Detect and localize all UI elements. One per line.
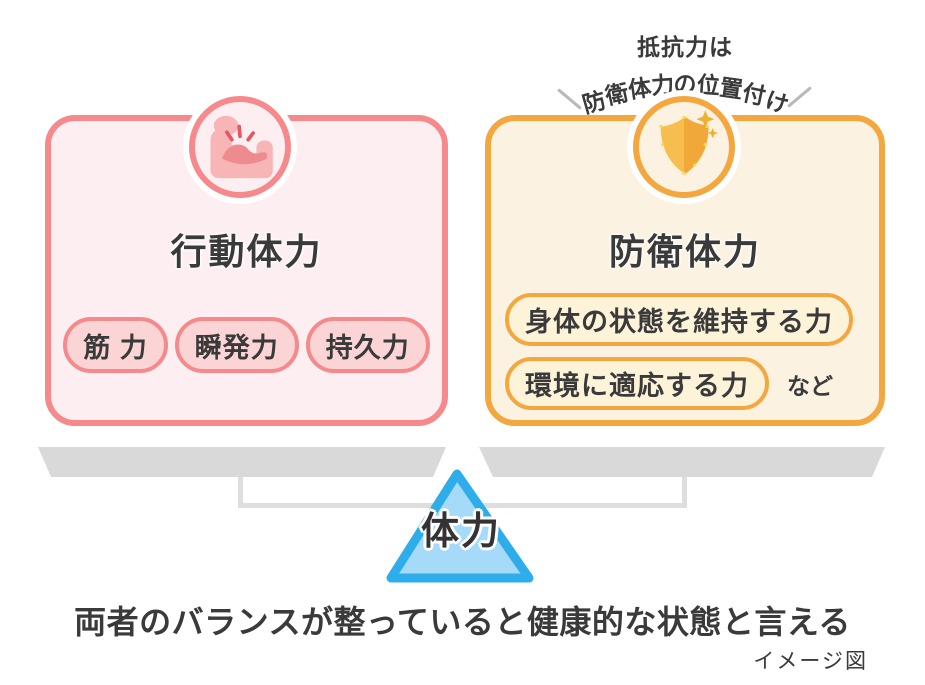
action-fitness-pill-row: 筋 力 瞬発力 持久力 <box>51 317 442 373</box>
annotation-resistance: 抵抗力は 防衛体力の位置付け <box>540 28 830 118</box>
pill-maintain-body-state: 身体の状態を維持する力 <box>505 293 853 346</box>
annotation-line1: 抵抗力は <box>637 34 733 60</box>
sparkle-large-icon <box>696 110 715 129</box>
pill-endurance: 持久力 <box>305 317 430 373</box>
pill-explosive-power: 瞬発力 <box>174 317 299 373</box>
pill-muscle-strength: 筋 力 <box>63 317 168 373</box>
balance-plate-right <box>479 447 885 477</box>
balance-plate-left <box>38 447 446 477</box>
annotation-line2: 防衛体力の位置付け <box>578 71 792 118</box>
fulcrum-label: 体力 <box>420 511 501 553</box>
arm-flex-icon <box>189 96 291 198</box>
pill-adapt-environment: 環境に適応する力 <box>505 357 769 410</box>
triangle-graphic <box>386 469 534 583</box>
defense-fitness-pill-col: 身体の状態を維持する力 環境に適応する力 など <box>505 293 853 410</box>
arm-flex-graphic <box>210 115 273 179</box>
action-fitness-title: 行動体力 <box>170 231 323 272</box>
shield-graphic <box>658 110 719 177</box>
defense-fitness-title: 防衛体力 <box>608 231 761 272</box>
pill-line-adapt: 環境に適応する力 など <box>505 357 833 410</box>
fulcrum-triangle: 体力 <box>383 462 539 588</box>
shield-icon <box>633 96 735 198</box>
sparkle-small-icon <box>707 128 719 138</box>
etc-label: など <box>787 372 833 399</box>
caption-text: 両者のバランスが整っていると健康的な状態と言える <box>74 604 851 640</box>
image-note: イメージ図 <box>753 650 868 673</box>
